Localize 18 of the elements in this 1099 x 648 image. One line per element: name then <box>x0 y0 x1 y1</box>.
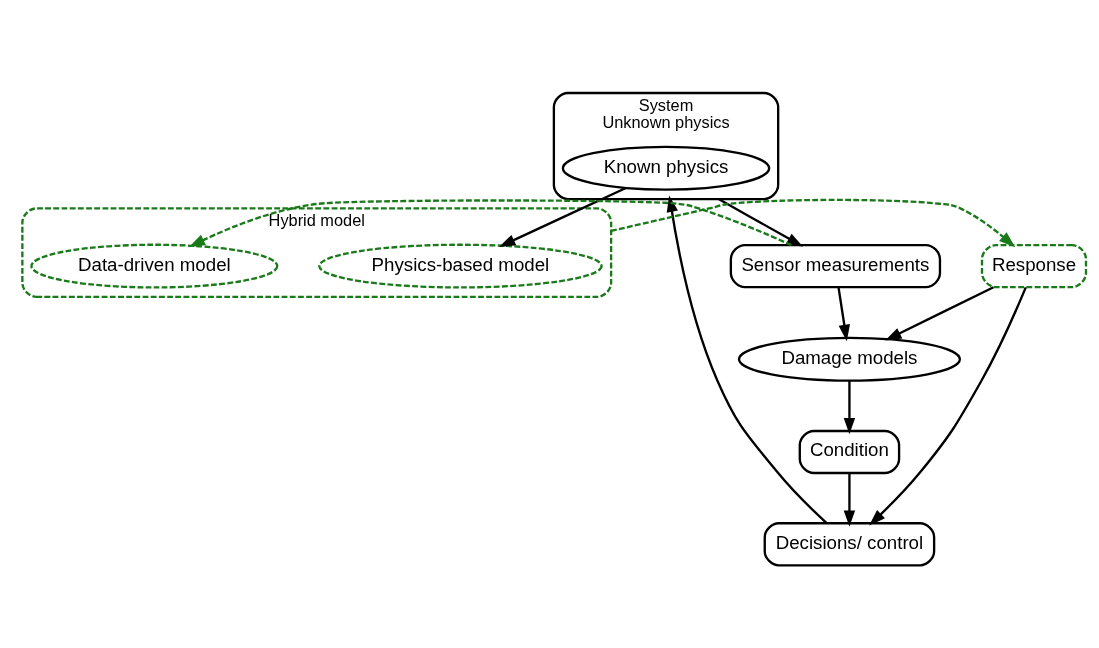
arrow <box>188 198 792 247</box>
arrow <box>666 195 828 524</box>
arrow <box>610 198 1016 247</box>
node-box: Condition <box>798 429 901 474</box>
arrow <box>869 286 1027 525</box>
arrow <box>837 286 850 341</box>
arrow <box>499 186 627 247</box>
arrow <box>843 472 856 527</box>
node-ellipse: Damage models <box>737 336 961 382</box>
node-ellipse: Physics-based model <box>318 243 603 289</box>
arrow <box>885 285 994 341</box>
node-box: Decisions/ control <box>763 521 936 566</box>
node-ellipse: Data-driven model <box>30 243 279 289</box>
node-box: Sensor measurements <box>729 243 942 288</box>
node-box: Response <box>980 243 1088 288</box>
arrow <box>718 197 804 247</box>
node-ellipse: Known physics <box>561 145 771 191</box>
arrow <box>843 380 856 434</box>
